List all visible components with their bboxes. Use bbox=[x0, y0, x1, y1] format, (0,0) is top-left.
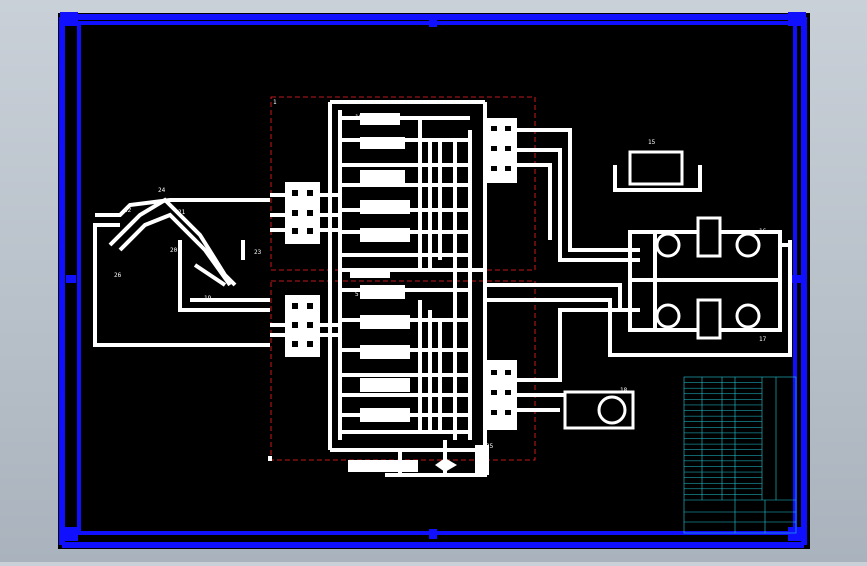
origin-marker bbox=[268, 456, 272, 461]
callout-22: 22 bbox=[124, 207, 132, 214]
title-block-rows bbox=[684, 382, 762, 495]
callout-labels: 1 5 10 15 16 17 18 19 20 21 22 23 24 25 … bbox=[114, 99, 767, 450]
hydraulic-motors bbox=[563, 150, 761, 430]
callout-21: 21 bbox=[178, 209, 186, 216]
callout-20: 20 bbox=[170, 247, 178, 254]
callout-1: 1 bbox=[273, 99, 277, 106]
pump-symbol bbox=[435, 445, 489, 475]
valve-block-gaps bbox=[292, 126, 511, 415]
callout-23: 23 bbox=[254, 249, 262, 256]
component-symbols bbox=[348, 113, 418, 472]
callout-18: 18 bbox=[620, 387, 628, 394]
callout-10: 10 bbox=[355, 114, 363, 121]
callout-5: 5 bbox=[355, 291, 359, 298]
callout-24: 24 bbox=[158, 187, 166, 194]
callout-16: 16 bbox=[759, 228, 767, 235]
valve-blocks bbox=[285, 118, 517, 430]
arm-linkage bbox=[108, 197, 245, 287]
callout-17: 17 bbox=[759, 336, 767, 343]
title-block[interactable] bbox=[683, 376, 797, 534]
callout-25: 25 bbox=[486, 443, 494, 450]
callout-26: 26 bbox=[114, 272, 122, 279]
callout-15: 15 bbox=[648, 139, 656, 146]
callout-19: 19 bbox=[204, 295, 212, 302]
grip-handles[interactable] bbox=[60, 12, 806, 541]
